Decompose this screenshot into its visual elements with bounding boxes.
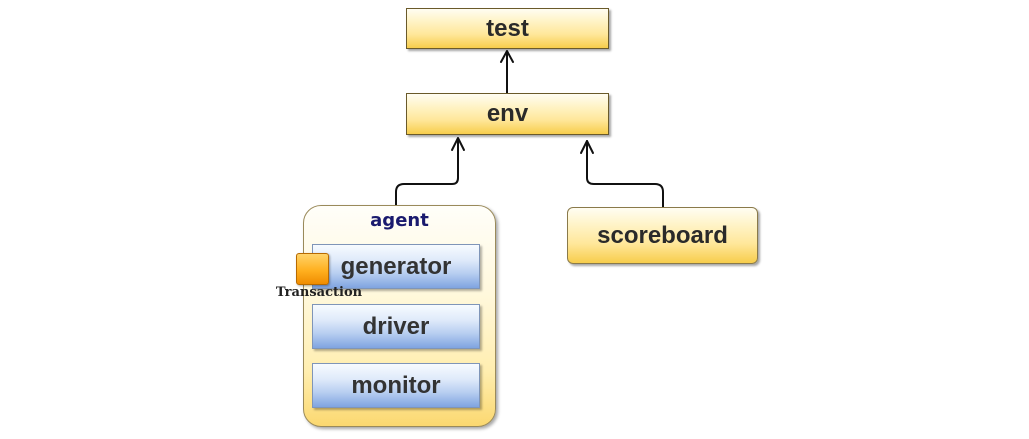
- transaction-icon[interactable]: [296, 253, 329, 285]
- transaction-label: Transaction: [275, 285, 363, 300]
- arrowhead-env-right: [580, 140, 594, 154]
- arrowhead-test: [500, 50, 514, 63]
- scoreboard-label: scoreboard: [597, 221, 728, 249]
- driver-node[interactable]: driver: [312, 304, 480, 349]
- monitor-node[interactable]: monitor: [312, 363, 480, 408]
- scoreboard-node[interactable]: scoreboard: [567, 207, 758, 264]
- env-node[interactable]: env: [406, 93, 609, 135]
- test-label: test: [486, 14, 529, 42]
- generator-node[interactable]: generator: [312, 244, 480, 289]
- test-node[interactable]: test: [406, 8, 609, 49]
- monitor-label: monitor: [351, 371, 441, 399]
- edge-agent-to-env: [395, 138, 459, 207]
- arrowhead-env-left: [451, 137, 465, 151]
- generator-label: generator: [340, 252, 452, 280]
- env-label: env: [486, 100, 529, 127]
- edge-scoreboard-to-env: [586, 140, 664, 208]
- driver-label: driver: [362, 312, 430, 340]
- agent-title: agent: [370, 210, 429, 231]
